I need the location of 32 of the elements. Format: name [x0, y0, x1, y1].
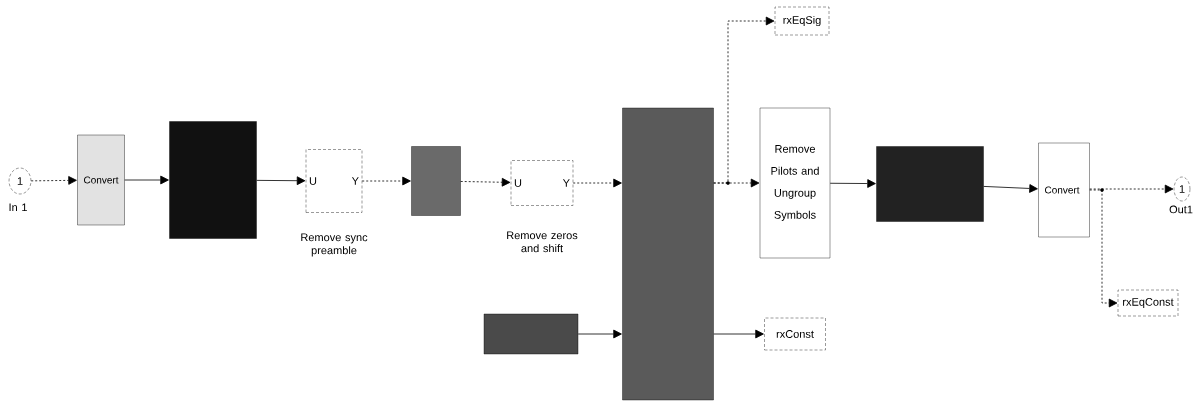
- block: [876, 146, 984, 222]
- connector-arrow: [124, 175, 169, 185]
- convert-block: Convert: [1038, 142, 1090, 238]
- goto-tag: rxEqSig: [774, 6, 830, 36]
- connector-arrow: [460, 177, 511, 187]
- subsystem-block: U Y: [305, 149, 363, 213]
- connector-arrow: [30, 176, 77, 185]
- connector-arrow: [577, 329, 622, 339]
- connector-arrow: [829, 179, 876, 188]
- block-label: Remove sync preamble: [301, 233, 368, 257]
- connector-arrow: [713, 178, 760, 188]
- block: [622, 107, 714, 401]
- connector-arrow: [361, 176, 411, 186]
- connector-arrow: [1089, 184, 1174, 194]
- subsystem-block: Remove Pilots and Ungroup Symbols: [759, 107, 831, 259]
- block: [169, 121, 257, 239]
- block: [483, 313, 579, 355]
- block-label: In 1: [9, 203, 27, 212]
- block-label: Out1: [1169, 205, 1193, 214]
- convert-block: Convert: [77, 134, 125, 226]
- block: [411, 146, 461, 216]
- block-label: Remove zeros and shift: [507, 231, 578, 253]
- goto-tag: rxConst: [764, 317, 826, 351]
- connector-arrow: [1089, 189, 1118, 308]
- port-oval: 1: [8, 167, 32, 195]
- port-oval: 1: [1173, 176, 1191, 202]
- connector-arrow: [713, 329, 764, 339]
- connector-arrow: [256, 176, 306, 186]
- goto-tag: rxEqConst: [1117, 289, 1179, 317]
- connector-arrow: [983, 184, 1038, 193]
- subsystem-block: U Y: [510, 160, 574, 206]
- connector-arrow: [572, 178, 622, 188]
